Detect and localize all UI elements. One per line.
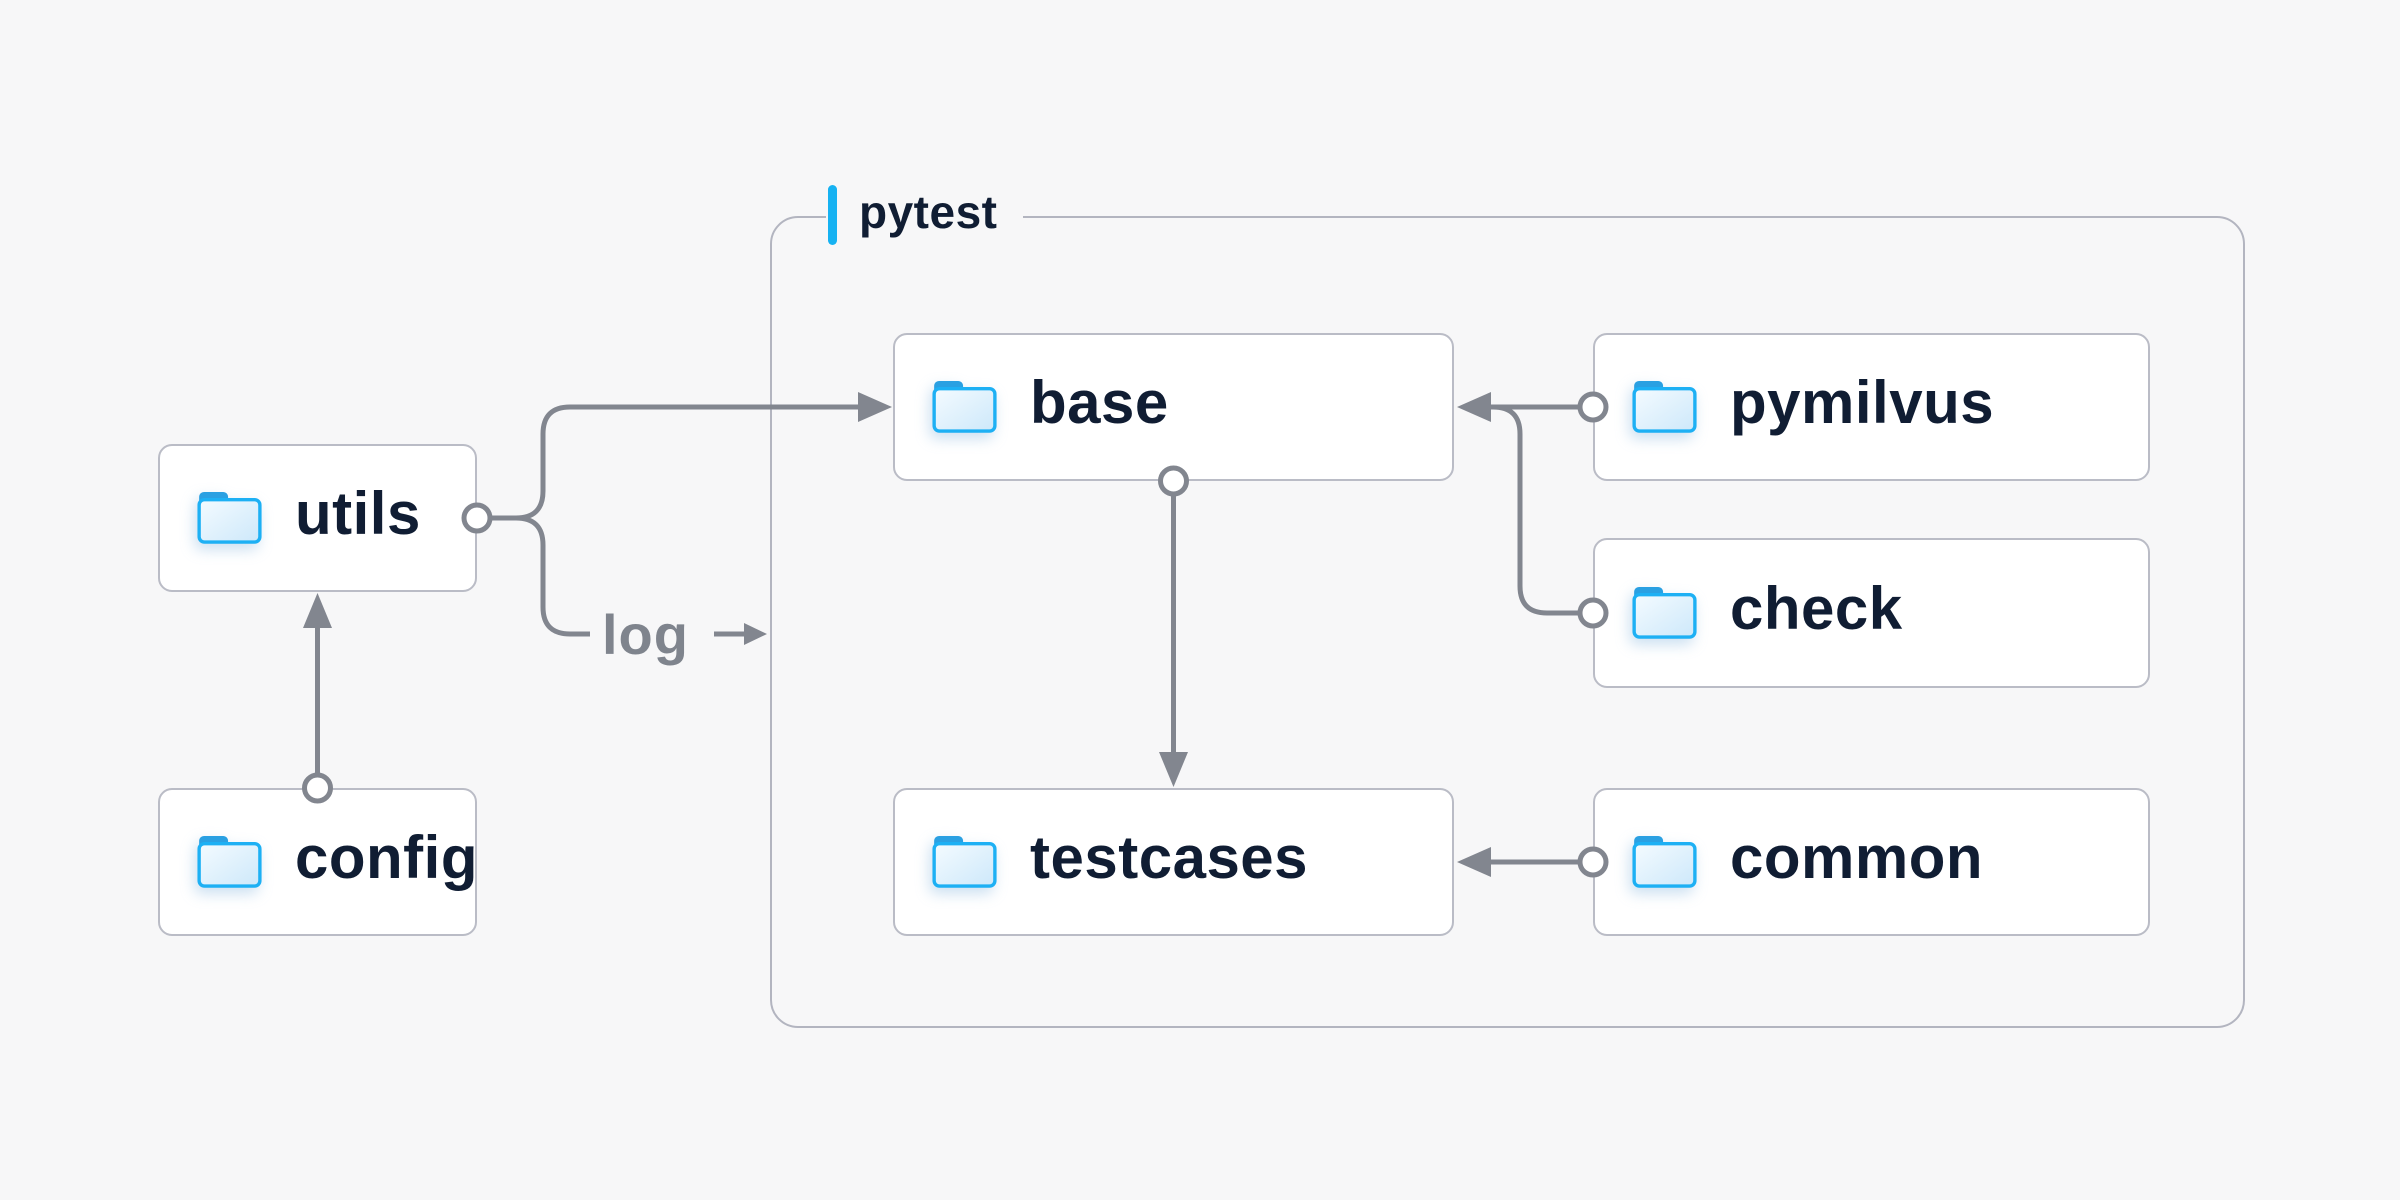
node-label: common bbox=[1730, 824, 1984, 891]
folder-icon bbox=[1632, 835, 1697, 888]
folder-icon bbox=[1632, 380, 1697, 433]
pytest-group-label: pytest bbox=[826, 183, 1024, 247]
edge-utils-log bbox=[490, 515, 590, 637]
node-base: base bbox=[893, 333, 1454, 481]
folder-icon bbox=[932, 380, 997, 433]
node-label: pymilvus bbox=[1730, 369, 1995, 436]
folder-icon bbox=[932, 835, 997, 888]
arrowhead-up bbox=[303, 593, 332, 628]
node-common: common bbox=[1593, 788, 2150, 936]
arrowhead-small-right bbox=[744, 623, 767, 645]
node-check: check bbox=[1593, 538, 2150, 688]
node-label: config bbox=[295, 824, 478, 891]
pytest-group-title: pytest bbox=[859, 186, 998, 238]
folder-icon bbox=[1632, 586, 1697, 639]
node-pymilvus: pymilvus bbox=[1593, 333, 2150, 481]
folder-icon bbox=[197, 491, 262, 544]
node-label: testcases bbox=[1030, 824, 1309, 891]
log-annotation: log bbox=[602, 603, 689, 666]
node-label: utils bbox=[295, 480, 421, 547]
node-label: base bbox=[1030, 369, 1169, 436]
node-label: check bbox=[1730, 575, 1903, 642]
node-testcases: testcases bbox=[893, 788, 1454, 936]
node-utils: utils bbox=[158, 444, 477, 592]
pytest-group-box bbox=[770, 216, 2245, 1028]
accent-bar bbox=[828, 185, 837, 245]
node-config: config bbox=[158, 788, 477, 936]
folder-icon bbox=[197, 835, 262, 888]
